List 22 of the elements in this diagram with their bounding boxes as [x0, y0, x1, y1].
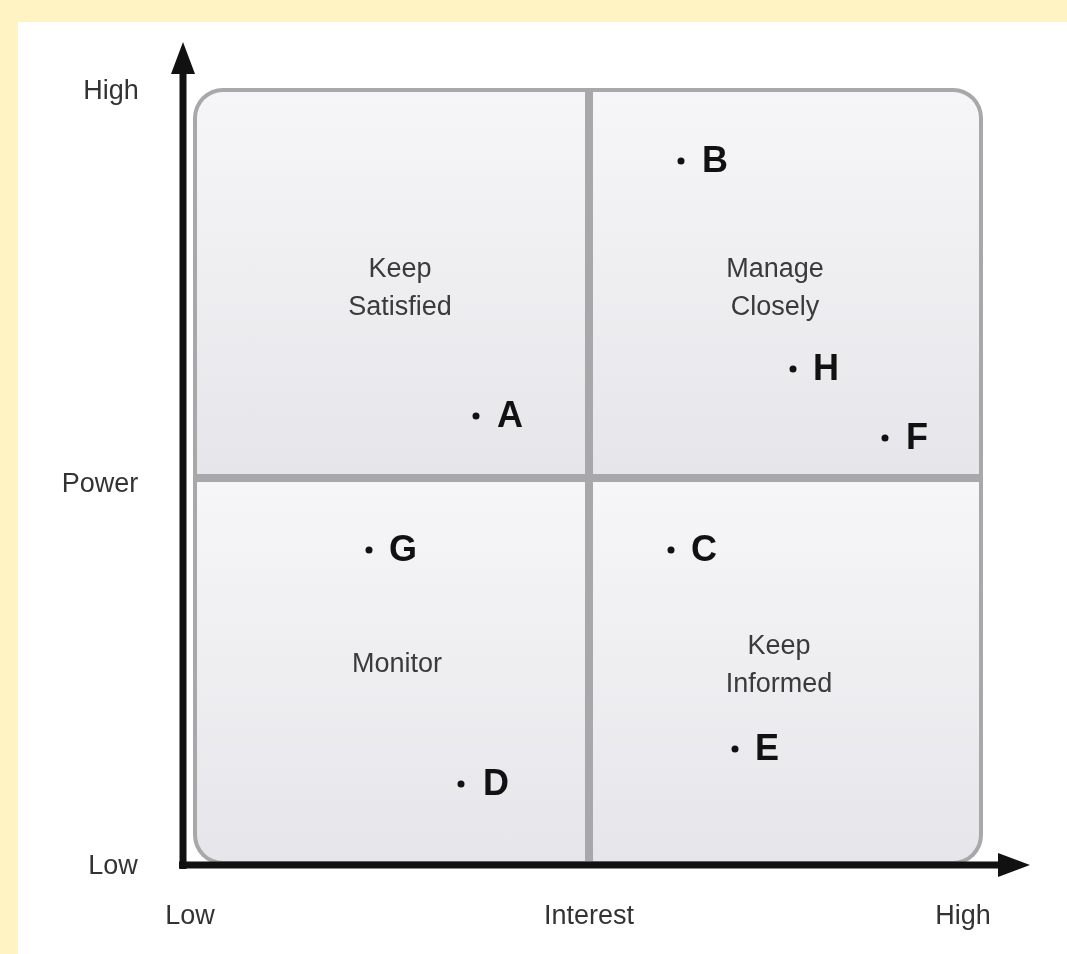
stakeholder-letter: A	[497, 394, 523, 436]
quadrant-label: Monitor	[351, 647, 443, 680]
stakeholder-letter: D	[483, 762, 509, 804]
axis-label: Low	[88, 849, 138, 881]
stakeholder-letter: B	[702, 139, 728, 181]
axis-label: Power	[61, 467, 139, 499]
axis-label: Low	[165, 899, 215, 931]
quadrant-label: Manage Closely	[725, 252, 825, 323]
stakeholder-letter: E	[755, 727, 779, 769]
axis-label: High	[83, 74, 139, 106]
stakeholder-letter: G	[389, 528, 417, 570]
axis-label: High	[935, 899, 991, 931]
quadrant-panel	[593, 92, 979, 474]
quadrant-label: Keep Satisfied	[347, 252, 453, 323]
stakeholder-letter: F	[906, 416, 928, 458]
quadrant-panel	[197, 92, 585, 474]
stakeholder-letter: C	[691, 528, 717, 570]
axis-label: Interest	[544, 899, 634, 931]
quadrant-panel	[593, 482, 979, 861]
stakeholder-letter: H	[813, 347, 839, 389]
quadrant-label: Keep Informed	[724, 629, 834, 700]
quadrant-panel	[197, 482, 585, 861]
